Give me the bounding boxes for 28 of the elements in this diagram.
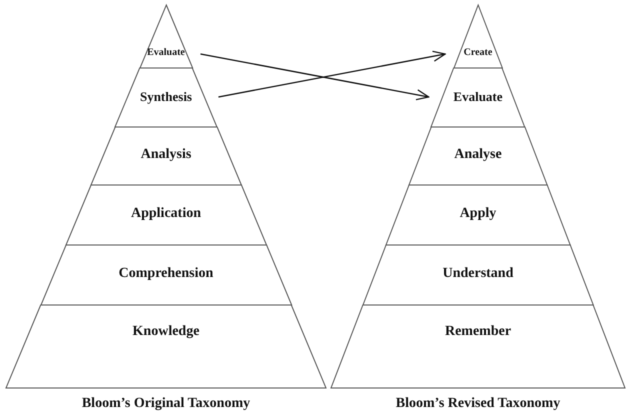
band-label: Knowledge — [132, 325, 200, 339]
pyramid-band — [454, 5, 502, 68]
band-label: Synthesis — [138, 90, 193, 102]
pyramid-band — [40, 245, 292, 305]
arrow — [218, 50, 446, 98]
band-label: Apply — [458, 207, 498, 221]
band-label: Remember — [444, 325, 512, 339]
band-label: Comprehension — [118, 267, 214, 281]
band-label: Analyse — [453, 148, 503, 162]
pyramid-band — [6, 305, 326, 388]
band-label: Understand — [442, 267, 514, 281]
pyramid-band — [115, 68, 217, 127]
pyramid-band — [408, 127, 548, 185]
pyramid-caption: Bloom’s Original Taxonomy — [80, 396, 252, 412]
pyramid-band — [362, 245, 594, 305]
pyramid-caption: Bloom’s Revised Taxonomy — [394, 396, 562, 412]
pyramid-band — [90, 127, 242, 185]
band-label: Application — [130, 207, 202, 221]
pyramid-band — [140, 5, 192, 68]
band-label: Create — [462, 48, 494, 58]
pyramid-band — [386, 185, 570, 245]
band-label: Evaluate — [146, 48, 186, 58]
band-label: Analysis — [140, 148, 192, 162]
pyramid-band — [66, 185, 266, 245]
pyramid-band — [431, 68, 525, 127]
arrow — [200, 53, 430, 100]
band-label: Evaluate — [452, 90, 504, 102]
pyramid-band — [331, 305, 625, 388]
